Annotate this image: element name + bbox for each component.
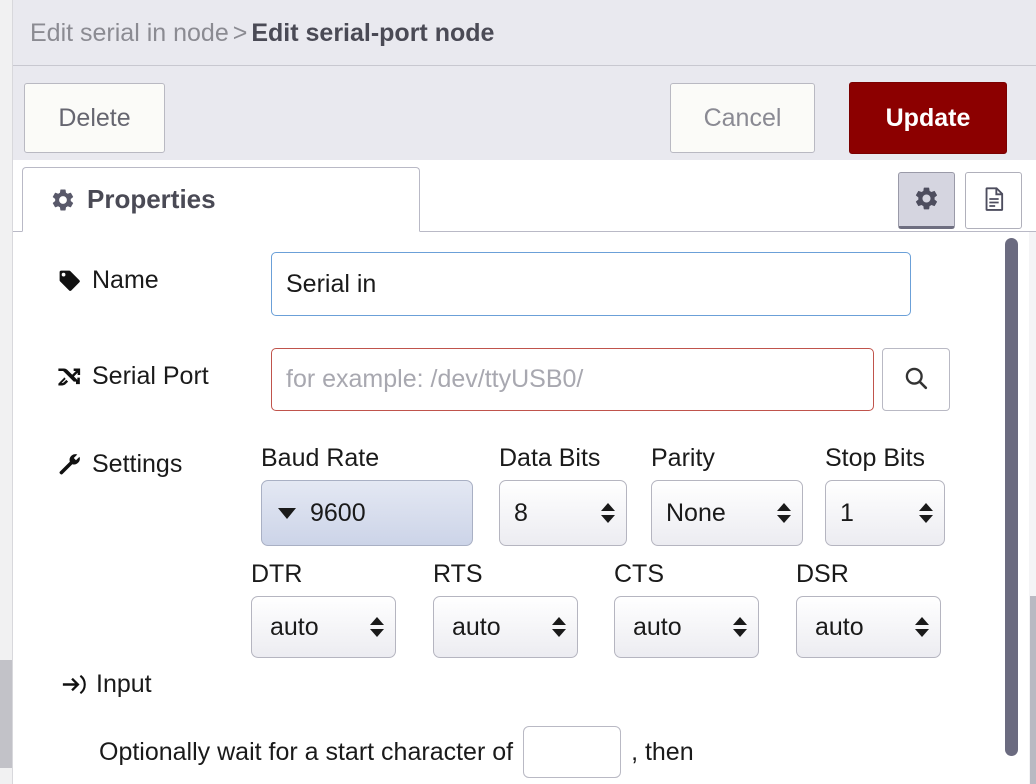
settings-label: Settings: [55, 450, 182, 479]
input-section-label-text: Input: [96, 670, 152, 698]
spinner-arrows-icon: [732, 617, 748, 637]
dtr-value: auto: [270, 612, 319, 641]
start-character-text-before: Optionally wait for a start character of: [99, 737, 514, 766]
dsr-value: auto: [815, 612, 864, 641]
spinner-arrows-icon: [551, 617, 567, 637]
stop-bits-caption: Stop Bits: [825, 444, 926, 472]
parity-value: None: [666, 498, 726, 527]
gear-icon: [50, 187, 76, 213]
breadcrumb-parent[interactable]: Edit serial in node: [30, 19, 229, 47]
data-bits-caption: Data Bits: [499, 444, 601, 472]
start-character-help: Optionally wait for a start character of…: [99, 726, 694, 778]
cancel-button[interactable]: Cancel: [670, 83, 815, 153]
dsr-caption: DSR: [796, 560, 849, 588]
rts-value: auto: [452, 612, 501, 641]
settings-label-text: Settings: [92, 450, 183, 478]
delete-button[interactable]: Delete: [24, 83, 165, 153]
page-scrollbar-track[interactable]: [1029, 232, 1036, 784]
document-icon: [980, 185, 1008, 216]
serial-port-label: Serial Port: [55, 362, 209, 391]
form-scrollbar-thumb[interactable]: [1005, 238, 1018, 756]
spinner-arrows-icon: [776, 503, 792, 523]
baud-rate-caption: Baud Rate: [261, 444, 380, 472]
serial-port-input[interactable]: [271, 348, 874, 411]
dialog-button-bar: Delete Cancel Update: [13, 66, 1036, 160]
page-scrollbar-thumb[interactable]: [1030, 596, 1036, 784]
search-icon: [902, 364, 930, 395]
chevron-down-icon: [278, 507, 296, 519]
parity-select[interactable]: None: [651, 480, 803, 546]
breadcrumb-current: Edit serial-port node: [251, 19, 495, 47]
cts-caption: CTS: [614, 560, 664, 588]
dialog-titlebar: Edit serial in node>Edit serial-port nod…: [13, 0, 1036, 66]
dtr-caption: DTR: [251, 560, 303, 588]
tab-strip: Properties: [13, 160, 1036, 232]
breadcrumb: Edit serial in node>Edit serial-port nod…: [30, 17, 494, 49]
baud-rate-value: 9600: [310, 498, 366, 527]
start-character-input[interactable]: [523, 726, 622, 778]
spinner-arrows-icon: [918, 503, 934, 523]
wrench-icon: [55, 452, 83, 477]
baud-rate-select[interactable]: 9600: [261, 480, 473, 546]
update-button[interactable]: Update: [849, 82, 1007, 154]
serial-port-label-text: Serial Port: [92, 362, 209, 390]
data-bits-select[interactable]: 8: [499, 480, 627, 546]
tab-properties[interactable]: Properties: [22, 167, 420, 232]
parity-caption: Parity: [651, 444, 715, 472]
spinner-arrows-icon: [600, 503, 616, 523]
name-input[interactable]: [271, 252, 911, 316]
dtr-select[interactable]: auto: [251, 596, 396, 658]
start-character-text-after: , then: [631, 737, 694, 766]
data-bits-value: 8: [514, 498, 528, 527]
sign-in-icon: [59, 672, 87, 697]
stop-bits-select[interactable]: 1: [825, 480, 945, 546]
gear-icon: [913, 185, 940, 215]
outer-scrollbar-thumb[interactable]: [0, 660, 12, 768]
tab-properties-label: Properties: [87, 184, 216, 214]
rts-caption: RTS: [433, 560, 483, 588]
tab-button-description[interactable]: [965, 172, 1022, 229]
spinner-arrows-icon: [369, 617, 385, 637]
rts-select[interactable]: auto: [433, 596, 578, 658]
properties-form: Name Serial Port: [13, 232, 1036, 784]
stop-bits-value: 1: [840, 498, 854, 527]
input-section-label: Input: [59, 670, 152, 699]
dsr-select[interactable]: auto: [796, 596, 941, 658]
cts-value: auto: [633, 612, 682, 641]
cts-select[interactable]: auto: [614, 596, 759, 658]
serial-port-search-button[interactable]: [882, 348, 950, 411]
name-label-text: Name: [92, 266, 159, 294]
outer-scrollbar-track[interactable]: [0, 0, 13, 784]
spinner-arrows-icon: [914, 617, 930, 637]
tag-icon: [55, 268, 83, 293]
tab-button-settings[interactable]: [898, 172, 955, 229]
name-label: Name: [55, 266, 159, 295]
breadcrumb-separator: >: [232, 19, 248, 47]
shuffle-icon: [55, 364, 83, 390]
